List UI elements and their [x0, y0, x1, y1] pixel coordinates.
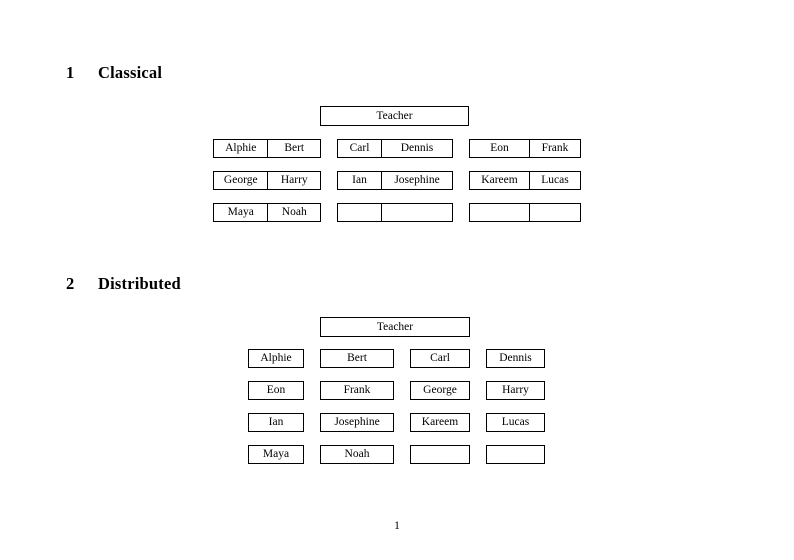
cell-student: Noah [267, 204, 320, 221]
table-row [337, 203, 453, 222]
table-row: Maya Noah [213, 203, 321, 222]
table-row [469, 203, 581, 222]
cell-student-empty [470, 204, 529, 221]
student-box: Noah [320, 445, 394, 464]
student-box: Frank [320, 381, 394, 400]
teacher-box-classical: Teacher [320, 106, 469, 126]
cell-student: Frank [529, 140, 580, 157]
student-box: Maya [248, 445, 304, 464]
cell-student-empty [338, 204, 381, 221]
student-box: Josephine [320, 413, 394, 432]
teacher-box-distributed: Teacher [320, 317, 470, 337]
cell-student-empty [381, 204, 452, 221]
cell-student: Eon [490, 142, 509, 154]
cell-student: Harry [267, 172, 320, 189]
table-row: Alphie Bert [213, 139, 321, 158]
cell-student: Alphie [225, 142, 257, 154]
student-box: Kareem [410, 413, 470, 432]
cell-student: Josephine [381, 172, 452, 189]
student-box: Ian [248, 413, 304, 432]
student-box-empty [410, 445, 470, 464]
cell-student: Dennis [381, 140, 452, 157]
student-box: Carl [410, 349, 470, 368]
student-box: Harry [486, 381, 545, 400]
cell-student: Carl [349, 142, 370, 154]
cell-student: Kareem [481, 174, 518, 186]
section-heading-classical: 1 Classical [66, 63, 163, 82]
section-number: 1 [66, 63, 75, 82]
student-box: George [410, 381, 470, 400]
student-box: Alphie [248, 349, 304, 368]
cell-student-empty [529, 204, 580, 221]
cell-student: Maya [227, 206, 254, 218]
student-box: Bert [320, 349, 394, 368]
section-heading-distributed: 2 Distributed [66, 274, 181, 293]
student-box: Eon [248, 381, 304, 400]
table-row: Ian Josephine [337, 171, 453, 190]
cell-student: Lucas [529, 172, 580, 189]
student-box-empty [486, 445, 545, 464]
cell-student: George [223, 174, 258, 186]
section-title: Classical [98, 63, 163, 82]
student-box: Lucas [486, 413, 545, 432]
page-number: 1 [394, 520, 400, 532]
table-row: George Harry [213, 171, 321, 190]
table-row: Carl Dennis [337, 139, 453, 158]
table-row: Kareem Lucas [469, 171, 581, 190]
section-title: Distributed [98, 274, 181, 293]
section-number: 2 [66, 274, 75, 293]
cell-student: Ian [352, 174, 367, 186]
cell-student: Bert [267, 140, 320, 157]
student-box: Dennis [486, 349, 545, 368]
table-row: Eon Frank [469, 139, 581, 158]
